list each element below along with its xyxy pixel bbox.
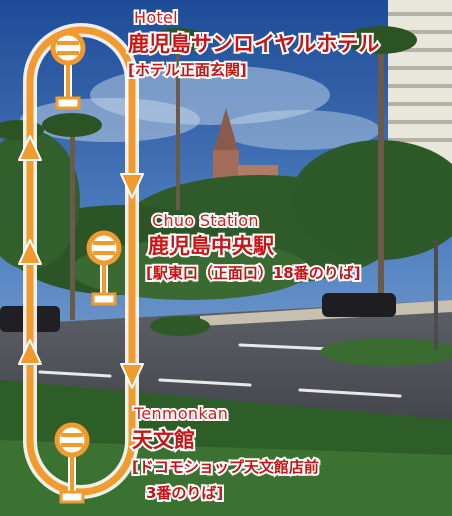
stop-chuo-sub: [駅東口（正面口）18番のりば] (144, 264, 363, 283)
stop-base-markers (55, 96, 117, 504)
stop-tenmonkan-jp: 天文館 (130, 428, 197, 453)
arrow-down-icon (120, 363, 144, 389)
arrow-up-icon (18, 239, 42, 265)
stop-hotel-jp: 鹿児島サンロイヤルホテル (126, 32, 381, 57)
bus-stop-icon (50, 30, 86, 66)
arrow-up-icon (18, 339, 42, 365)
bus-stop-icon (54, 422, 90, 458)
stop-tenmonkan-sub1: [ドコモショップ天文館店前 (130, 458, 321, 477)
arrow-up-icon (18, 135, 42, 161)
stop-hotel-sub: [ホテル正面玄関] (126, 61, 249, 80)
stop-hotel-en: Hotel (132, 8, 180, 28)
stop-chuo-jp: 鹿児島中央駅 (146, 234, 276, 259)
bus-stop-icon (86, 230, 122, 266)
stop-tenmonkan-en: Tenmonkan (132, 404, 230, 424)
stop-tenmonkan-sub2: 3番のりば] (144, 484, 225, 503)
stop-chuo-en: Chuo Station (150, 211, 261, 231)
arrow-down-icon (120, 173, 144, 199)
route-loop-line (26, 26, 136, 496)
